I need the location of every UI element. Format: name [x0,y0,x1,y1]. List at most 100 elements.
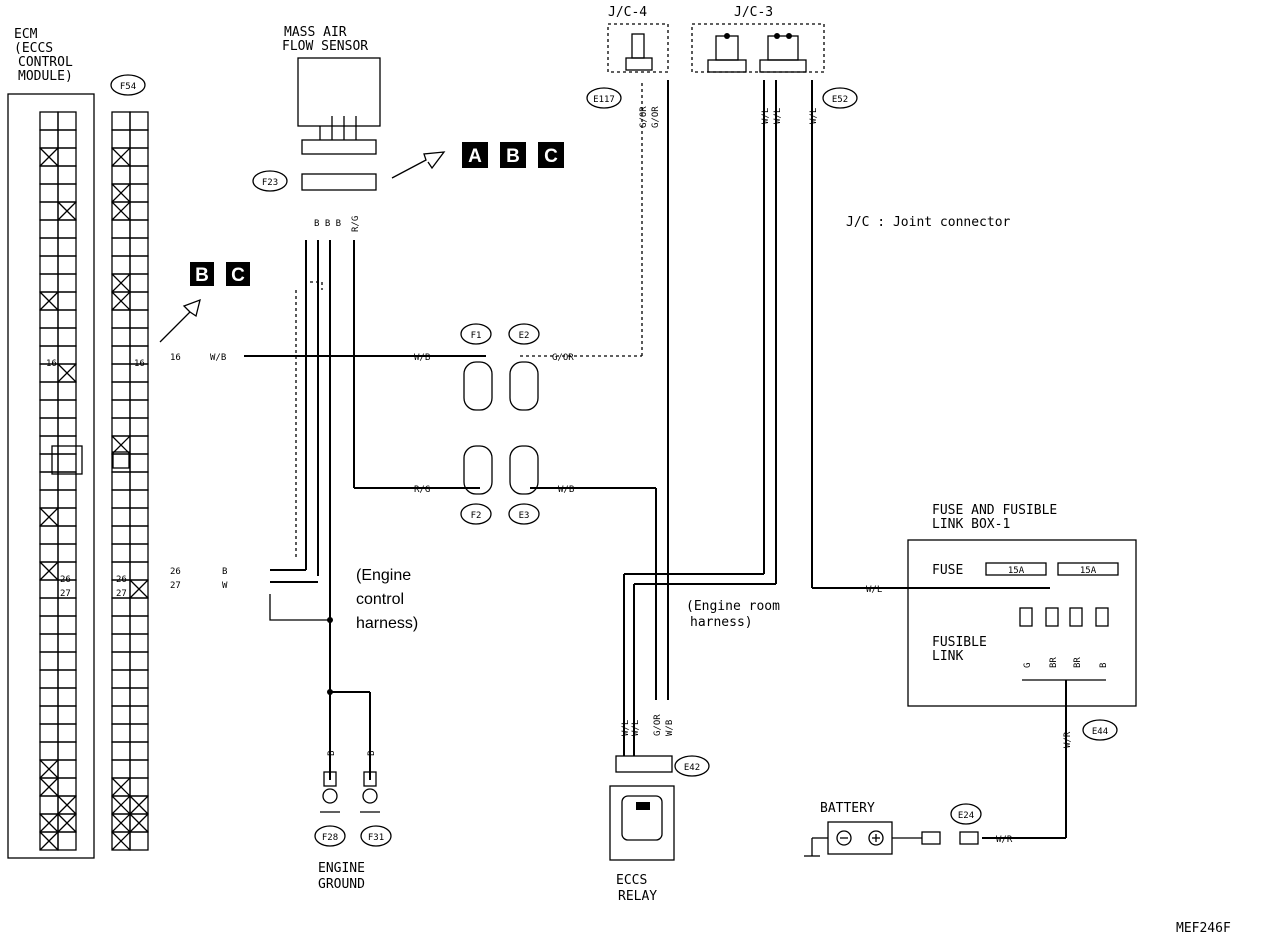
wire-gor: G/OR [552,353,574,363]
ecm-pin-26: 26 [60,575,71,585]
ecm-block: ECM (ECCS CONTROL MODULE) 16 16 26 27 26… [7,27,149,859]
fusible-label-2: LINK [932,649,963,664]
wire-wl: W/L [866,585,882,595]
fl-color-4: B [1099,663,1109,668]
fuse-label: FUSE [932,563,963,578]
jc4-title: J/C-4 [608,5,647,20]
room-harness-2: harness) [690,615,753,630]
conn-e117: E117 [593,95,615,105]
ecm-pin-16: 16 [46,359,57,369]
harness-wires [244,80,1067,839]
ecm-outline [7,93,95,859]
relay-wire-2: W/L [631,720,641,736]
ground-label-1: ENGINE [318,861,365,876]
wire-wb-right: W/B [558,485,574,495]
f54-pin-16: 16 [134,359,145,369]
f23-label: F23 [262,178,278,188]
maf-body [297,57,381,127]
wire-rg: R/G [414,485,430,495]
conn-f28: F28 [322,833,338,843]
engine-harness-2: control [356,591,404,608]
ecm-title-2: (ECCS [14,41,53,56]
diagram-code: MEF246F [1176,921,1231,936]
fl-color-3: BR [1073,657,1083,668]
ecm-pin-27: 27 [60,589,71,599]
ecm-title-3: CONTROL [18,55,73,70]
wire-labels: 16 W/B W/B G/OR R/G W/B 26 27 B W B B W/… [170,353,1073,845]
conn-e42: E42 [684,763,700,773]
engine-harness-label: (Engine control harness) [356,567,418,632]
maf-wire-rg: R/G [351,216,361,232]
wire-27-pin: 27 [170,581,181,591]
conn-e44: E44 [1092,727,1108,737]
jc3-wire-1: W/L [761,108,771,124]
maf-title-1: MASS AIR [284,25,347,40]
wire-26-color: B [222,567,227,577]
conn-e52: E52 [832,95,848,105]
callout-c-right: C [544,146,558,167]
jc4-wire-1: G/OR [639,106,649,128]
maf-sensor: MASS AIR FLOW SENSOR F23 B B B R/G A B C [252,25,564,232]
wire-gnd-2: B [367,751,377,756]
jc3-title: J/C-3 [734,5,773,20]
engine-ground: F28 F31 ENGINE GROUND [314,771,392,892]
wire-16-pin: 16 [170,353,181,363]
relay-wire-4: W/B [665,720,675,736]
battery-label: BATTERY [820,801,875,816]
inline-connectors: F1 E2 F2 E3 [460,323,540,525]
ecm-connector-lock [51,445,83,475]
relay-wire-1: W/L [621,720,631,736]
callout-a: A [468,146,482,167]
callout-arrow-left [159,298,201,343]
jc3-wire-2: W/L [773,108,783,124]
callout-arrow-right [391,151,446,179]
fusible-label-1: FUSIBLE [932,635,987,650]
ground-label-2: GROUND [318,877,365,892]
wire-27-color: W [222,581,228,591]
f54-label: F54 [120,82,136,92]
fuse-box: FUSE AND FUSIBLE LINK BOX-1 FUSE 15A 15A… [907,503,1137,741]
conn-e3: E3 [519,511,530,521]
maf-title-2: FLOW SENSOR [282,39,368,54]
fl-color-1: G [1023,663,1033,668]
relay-label-2: RELAY [618,889,657,904]
legend-text: J/C : Joint connector [846,215,1011,230]
engine-harness-1: (Engine [356,567,411,584]
conn-f2: F2 [471,511,482,521]
wire-26-pin: 26 [170,567,181,577]
fuse-a: 15A [1008,566,1025,576]
wire-wr-2: W/R [996,835,1013,845]
jc3-block: J/C-3 E52 W/L W/L W/L [691,5,858,124]
callout-c-left: C [231,265,245,286]
f54-connector-lock [112,451,130,469]
wire-wb-mid: W/B [414,353,430,363]
ecm-title-4: MODULE) [18,69,73,84]
relay-label-1: ECCS [616,873,647,888]
ecm-pin-grid [39,111,77,851]
fl-color-2: BR [1049,657,1059,668]
conn-e2: E2 [519,331,530,341]
wire-wr: W/R [1063,731,1073,748]
callout-b-right: B [506,146,520,167]
relay-wire-3: G/OR [653,714,663,736]
jc3-wire-3: W/L [809,108,819,124]
conn-f31: F31 [368,833,384,843]
room-harness-1: (Engine room [686,599,780,614]
fusebox-title-1: FUSE AND FUSIBLE [932,503,1057,518]
jc4-block: J/C-4 E117 G/OR G/OR [586,5,669,128]
callout-bc-left: B C [159,262,250,343]
f54-pin-26: 26 [116,575,127,585]
wire-wb-left: W/B [210,353,226,363]
fusebox-title-2: LINK BOX-1 [932,517,1010,532]
maf-wire-colors: B B B [314,219,341,229]
conn-e24: E24 [958,811,974,821]
f54-pin-grid [111,111,149,851]
eccs-relay: W/L W/L G/OR W/B E42 ECCS RELAY [609,714,710,904]
ecm-title: ECM [14,27,38,42]
fuse-b: 15A [1080,566,1097,576]
jc4-wire-2: G/OR [651,106,661,128]
engine-harness-3: harness) [356,615,418,632]
wire-gnd-1: B [327,751,337,756]
conn-f1: F1 [471,331,482,341]
